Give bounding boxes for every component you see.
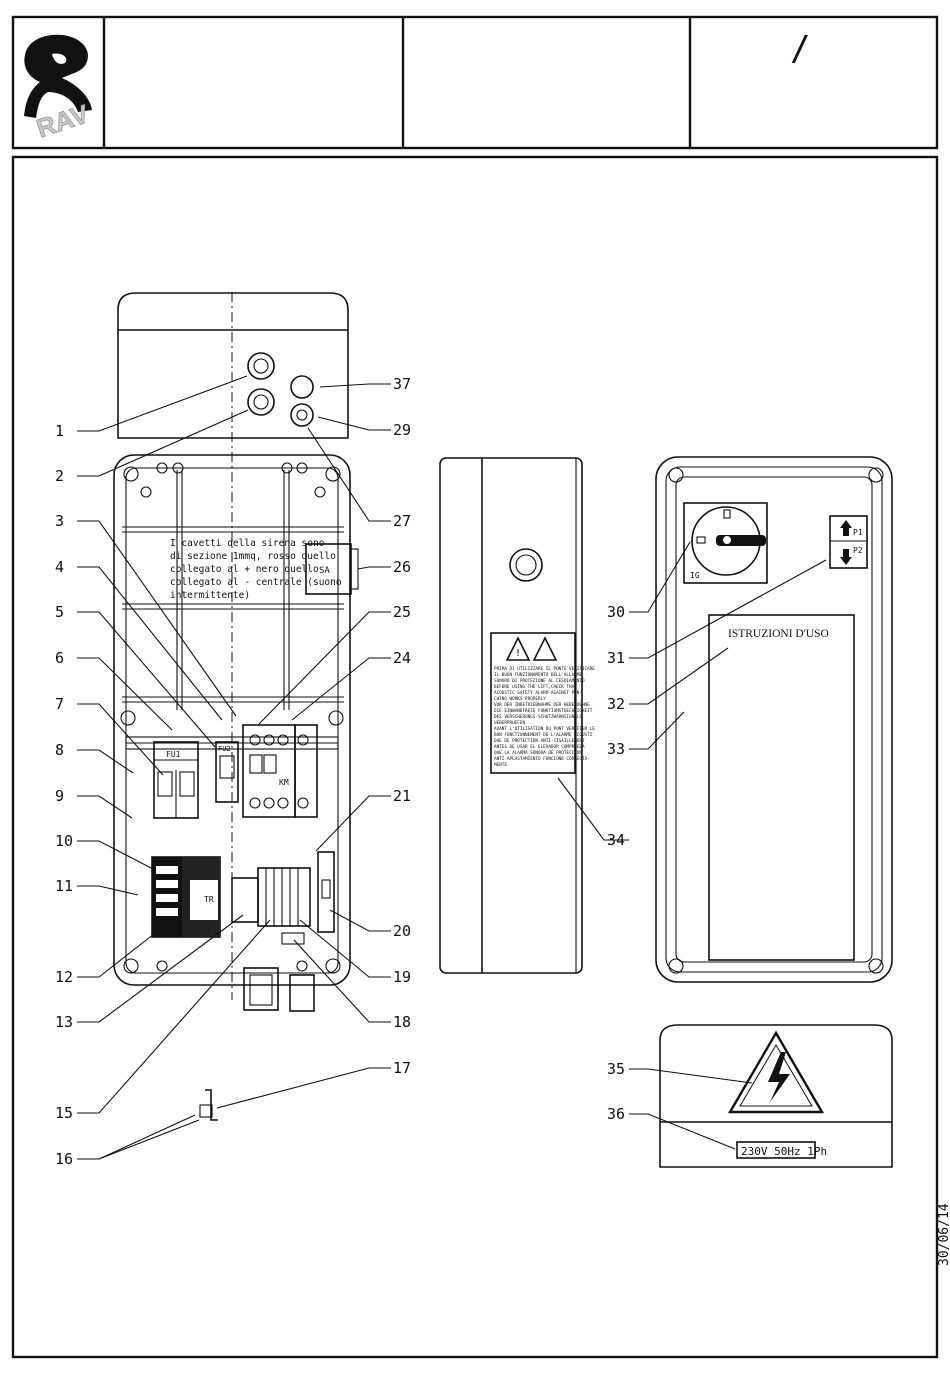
callout-26: 26 bbox=[393, 558, 411, 576]
callout-34: 34 bbox=[607, 831, 625, 849]
callout-19: 19 bbox=[393, 968, 411, 986]
callout-numbers: 1 2 3 4 5 6 7 8 9 10 11 12 13 15 16 37 2… bbox=[55, 375, 625, 1168]
enclosure-lid-plate: 230V 50Hz 1Ph bbox=[659, 1024, 893, 1168]
callout-2: 2 bbox=[55, 467, 64, 485]
drawing-frame bbox=[11, 155, 939, 1359]
warning-label-text: PRIMA DI UTILIZZARE IL PONTE VERIFICARE … bbox=[494, 666, 598, 768]
logo-text: RAV bbox=[33, 98, 93, 143]
callout-4: 4 bbox=[55, 558, 64, 576]
callout-3: 3 bbox=[55, 512, 64, 530]
ig-label: IG bbox=[690, 571, 700, 580]
callout-30: 30 bbox=[607, 603, 625, 621]
callout-12: 12 bbox=[55, 968, 73, 986]
enclosure-interior-view: SA I cavetti della sirena sono di sezion… bbox=[113, 454, 359, 1121]
callout-24: 24 bbox=[393, 649, 411, 667]
callout-32: 32 bbox=[607, 695, 625, 713]
callout-16: 16 bbox=[55, 1150, 73, 1168]
callout-33: 33 bbox=[607, 740, 625, 758]
p1-label: P1 bbox=[853, 528, 863, 537]
callout-29: 29 bbox=[393, 421, 411, 439]
callout-27: 27 bbox=[393, 512, 411, 530]
sa-label: SA bbox=[319, 566, 330, 576]
enclosure-side-view: ! PRIMA DI UTILIZZARE IL PONTE VERIFICAR… bbox=[439, 457, 598, 974]
tr-label: TR bbox=[204, 895, 214, 904]
callout-37: 37 bbox=[393, 375, 411, 393]
instructions-label: ISTRUZIONI D'USO bbox=[728, 628, 829, 640]
callout-11: 11 bbox=[55, 877, 73, 895]
callout-10: 10 bbox=[55, 832, 73, 850]
callout-1: 1 bbox=[55, 422, 64, 440]
callout-25: 25 bbox=[393, 603, 411, 621]
callout-20: 20 bbox=[393, 922, 411, 940]
callout-leaders bbox=[77, 375, 827, 1160]
fu2-label: FU2 bbox=[218, 745, 231, 753]
callout-17: 17 bbox=[393, 1059, 411, 1077]
callout-36: 36 bbox=[607, 1105, 625, 1123]
fu1-label: FU1 bbox=[166, 750, 181, 759]
title-block: RAV / bbox=[11, 15, 939, 150]
title-cell-4: / bbox=[790, 29, 810, 69]
callout-7: 7 bbox=[55, 695, 64, 713]
svg-text:!: ! bbox=[515, 648, 521, 659]
callout-21: 21 bbox=[393, 787, 411, 805]
enclosure-front-view: IG P1 P2 ISTRUZIONI D'USO bbox=[655, 456, 893, 983]
callout-35: 35 bbox=[607, 1060, 625, 1078]
callout-31: 31 bbox=[607, 649, 625, 667]
km-label: KM bbox=[279, 778, 289, 787]
callout-9: 9 bbox=[55, 787, 64, 805]
drawing-date: 30/06/14 bbox=[937, 1203, 950, 1266]
company-logo: RAV bbox=[24, 34, 93, 144]
p2-label: P2 bbox=[853, 546, 863, 555]
callout-6: 6 bbox=[55, 649, 64, 667]
voltage-plate-text: 230V 50Hz 1Ph bbox=[741, 1145, 827, 1158]
siren-note: I cavetti della sirena sono di sezione 1… bbox=[170, 538, 347, 601]
callout-13: 13 bbox=[55, 1013, 73, 1031]
callout-5: 5 bbox=[55, 603, 64, 621]
callout-18: 18 bbox=[393, 1013, 411, 1031]
callout-15: 15 bbox=[55, 1104, 73, 1122]
callout-8: 8 bbox=[55, 741, 64, 759]
